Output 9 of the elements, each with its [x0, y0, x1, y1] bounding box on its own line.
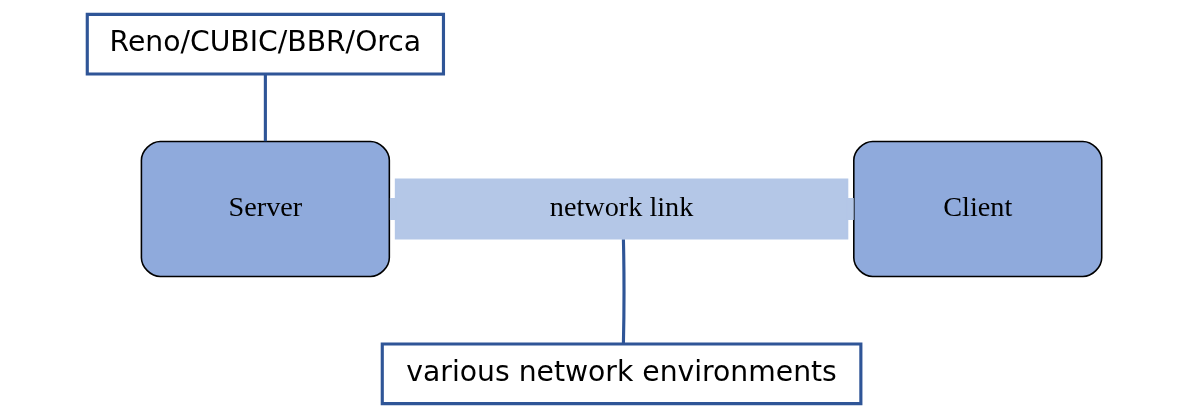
node-box: Server: [140, 140, 391, 278]
connector: [847, 198, 854, 220]
connector: [389, 198, 396, 220]
connector: [621, 239, 626, 344]
connector: [263, 74, 267, 142]
node-box: Client: [853, 140, 1103, 278]
node-box: various network environments: [380, 342, 863, 406]
node-box: network link: [394, 178, 849, 240]
node-box: Reno/CUBIC/BBR/Orca: [85, 12, 446, 76]
